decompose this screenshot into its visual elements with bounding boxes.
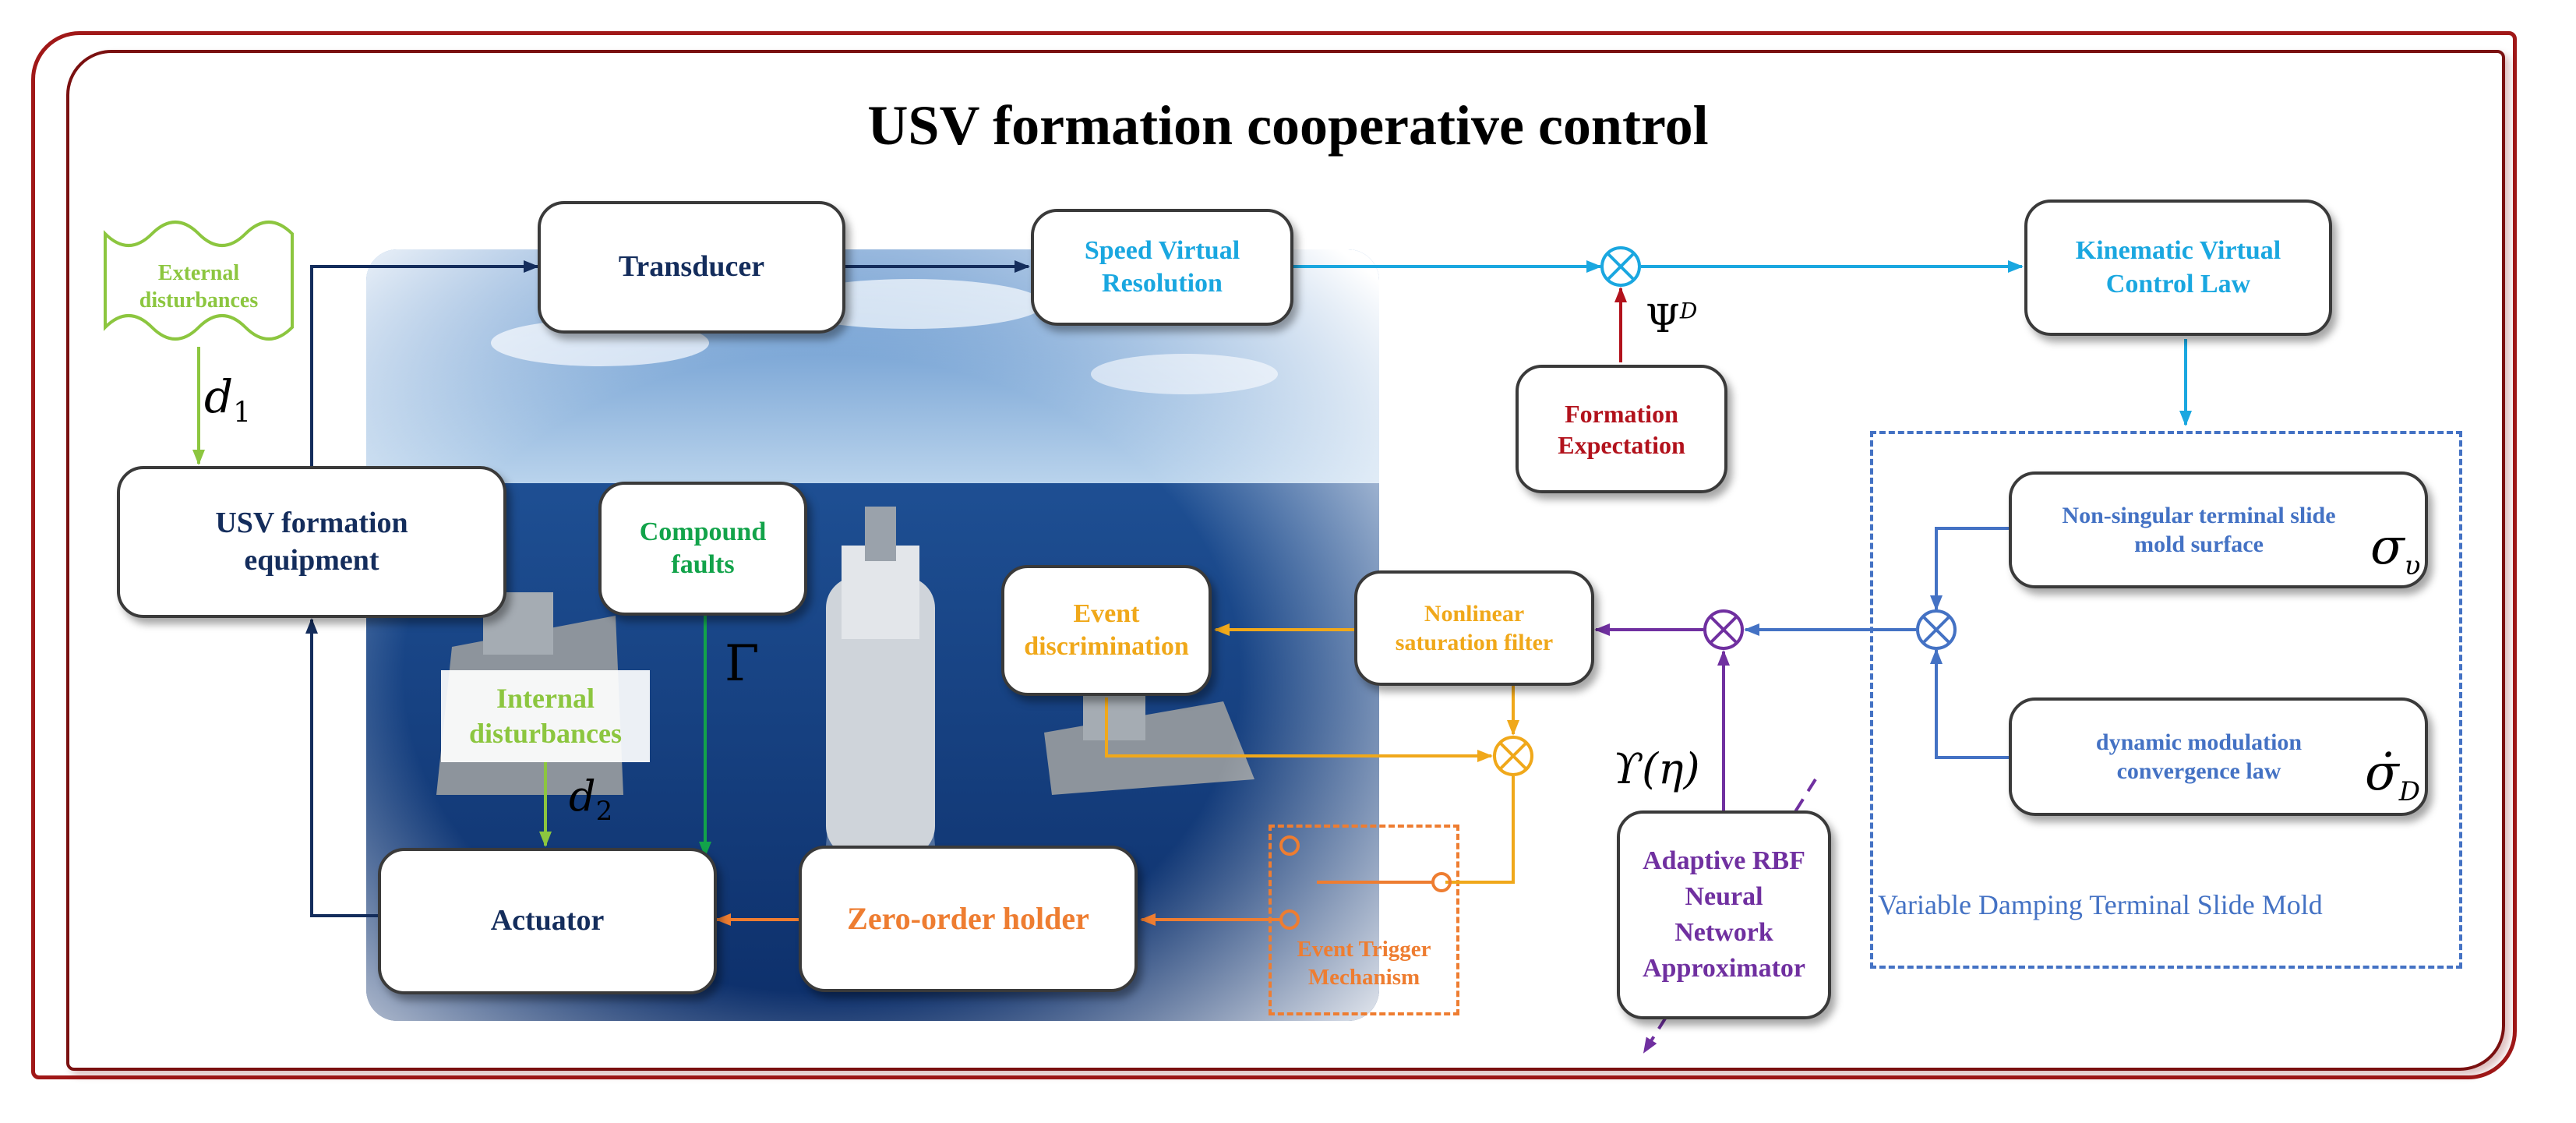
psi-letter: Ψ xyxy=(1646,296,1680,341)
upsilon-eta-symbol: ϒ(η) xyxy=(1613,744,1700,793)
dynamic-modulation-line-2: convergence law xyxy=(2116,758,2281,784)
sigma-v-letter: σ xyxy=(2370,518,2405,576)
diagram-title: USV formation cooperative control xyxy=(867,94,1709,157)
adaptive-rbf-node: Adaptive RBF Neural Network Approximator xyxy=(1617,810,1831,1019)
event-trigger-label: Event Trigger Mechanism xyxy=(1269,935,1459,992)
kinematic-line-2: Control Law xyxy=(2105,269,2251,298)
variable-damping-label: Variable Damping Terminal Slide Mold xyxy=(1878,889,2323,920)
usv-formation-equipment-node: USV formation equipment xyxy=(117,466,506,618)
event-discrimination-node: Event discrimination xyxy=(1001,565,1212,696)
external-disturbances-node: External disturbances xyxy=(105,248,292,326)
external-disturbances-line-1: External xyxy=(157,261,240,285)
sigma-v-symbol: συ xyxy=(2370,518,2420,581)
actuator-node: Actuator xyxy=(378,848,717,994)
formation-expectation-line-2: Expectation xyxy=(1558,430,1685,459)
zero-order-holder-node: Zero-order holder xyxy=(799,846,1138,992)
event-trigger-line-1: Event Trigger xyxy=(1297,937,1431,962)
non-singular-surface-node: Non-singular terminal slide mold surface xyxy=(2009,471,2428,588)
internal-disturbances-line-2: disturbances xyxy=(468,718,623,749)
d1-letter: d xyxy=(204,370,234,423)
psi-d-symbol: ΨD xyxy=(1646,296,1697,341)
rbf-line-3: Network xyxy=(1674,918,1773,947)
nonlinear-saturation-filter-node: Nonlinear saturation filter xyxy=(1354,570,1594,686)
outer-frame xyxy=(31,31,2517,1079)
compound-faults-line-1: Compound xyxy=(639,517,767,546)
d1-symbol: d1 xyxy=(204,370,251,429)
non-singular-line-2: mold surface xyxy=(2134,531,2264,557)
event-discrimination-line-2: discrimination xyxy=(1024,632,1189,661)
psi-superscript: D xyxy=(1679,298,1698,324)
sigma-v-subscript: υ xyxy=(2404,549,2421,581)
sigma-d-subscript: D xyxy=(2398,775,2420,807)
event-discrimination-line-1: Event xyxy=(1073,599,1140,628)
sigma-d-letter: σ̇ xyxy=(2365,744,2399,802)
speed-virtual-line-2: Resolution xyxy=(1102,269,1223,298)
usv-equipment-line-1: USV formation xyxy=(215,507,408,539)
dynamic-modulation-node: dynamic modulation convergence law xyxy=(2009,697,2428,816)
d1-subscript: 1 xyxy=(233,397,252,429)
dynamic-modulation-line-1: dynamic modulation xyxy=(2095,729,2303,755)
event-trigger-line-2: Mechanism xyxy=(1307,965,1420,991)
compound-faults-node: Compound faults xyxy=(598,482,807,616)
d2-subscript: 2 xyxy=(595,795,613,827)
non-singular-line-1: Non-singular terminal slide xyxy=(2062,502,2336,528)
speed-virtual-line-1: Speed Virtual xyxy=(1084,235,1240,265)
usv-equipment-line-2: equipment xyxy=(244,543,379,577)
gamma-symbol: Γ xyxy=(725,635,760,693)
nonlinear-filter-line-1: Nonlinear xyxy=(1424,600,1525,627)
rbf-line-2: Neural xyxy=(1685,882,1763,912)
d2-symbol: d2 xyxy=(569,772,612,827)
rbf-line-1: Adaptive RBF xyxy=(1643,846,1805,876)
compound-faults-line-2: faults xyxy=(671,550,735,579)
nonlinear-filter-line-2: saturation filter xyxy=(1395,630,1554,655)
rbf-line-4: Approximator xyxy=(1642,953,1806,983)
internal-disturbances-node: Internal disturbances xyxy=(441,670,650,762)
external-disturbances-line-2: disturbances xyxy=(139,288,259,313)
inner-frame xyxy=(66,50,2505,1071)
kinematic-line-1: Kinematic Virtual xyxy=(2075,236,2281,265)
variable-damping-group xyxy=(1870,431,2462,969)
formation-expectation-line-1: Formation xyxy=(1565,399,1678,428)
sigma-d-symbol: σ̇D xyxy=(2365,744,2420,807)
d2-letter: d xyxy=(569,772,596,821)
transducer-node: Transducer xyxy=(538,201,845,334)
internal-disturbances-line-1: Internal xyxy=(496,683,595,714)
